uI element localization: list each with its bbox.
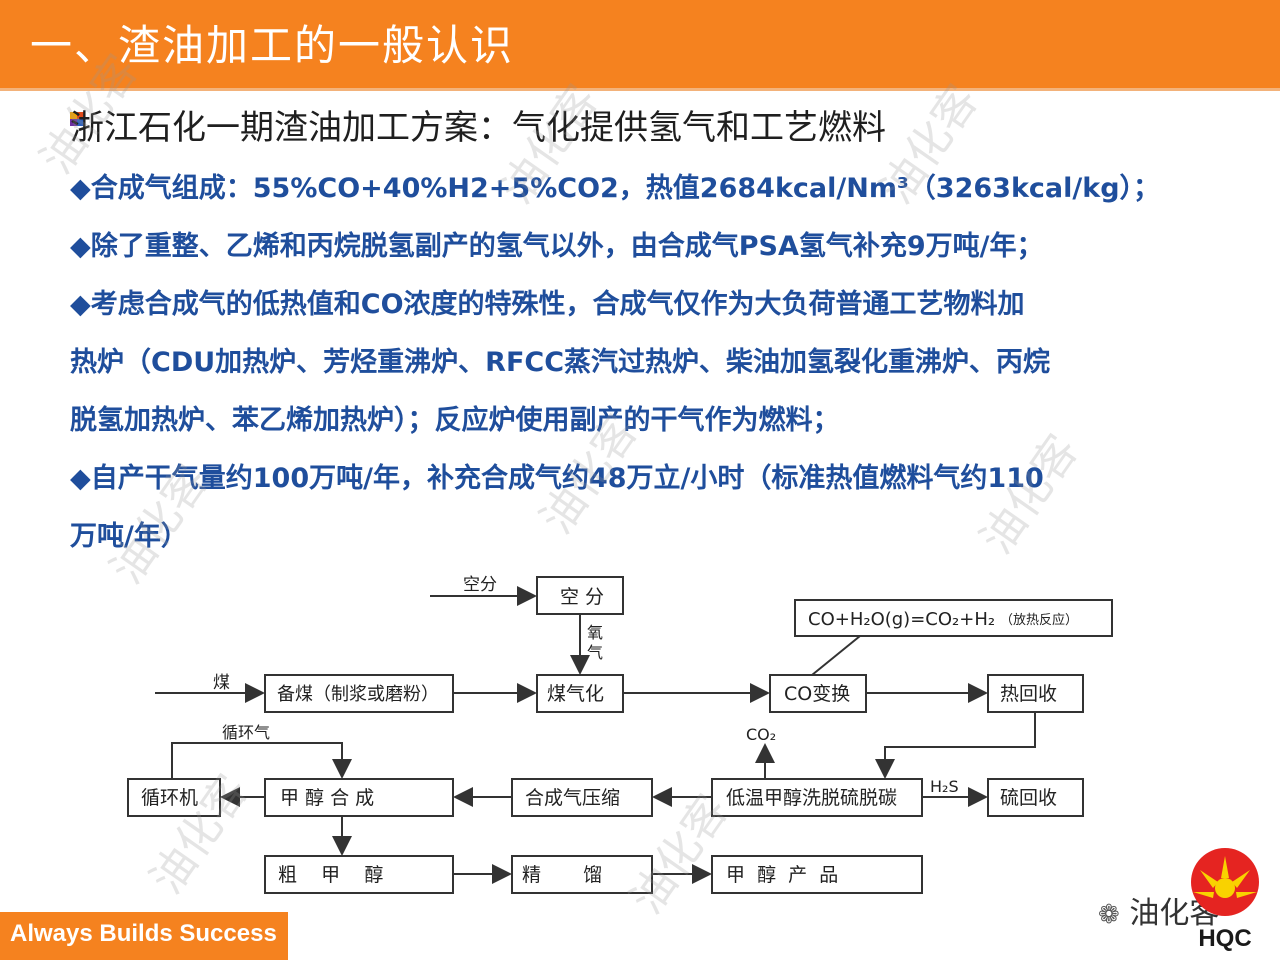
- page-title: 一、渣油加工的一般认识: [30, 21, 515, 70]
- footer-slogan: Always Builds Success: [10, 920, 277, 947]
- label-oxygen-1: 氧: [587, 623, 603, 642]
- bullet-syngas: ◆合成气组成：55%CO+40%H2+5%CO2，热值2684kcal/Nm³（…: [70, 173, 1161, 204]
- label-distillation: 精 馏: [522, 864, 602, 886]
- bullet-furnace-line3: 脱氢加热炉、苯乙烯加热炉）；反应炉使用副产的干气作为燃料；: [70, 405, 840, 436]
- label-co-shift: CO变换: [784, 683, 850, 705]
- label-syngas-compression: 合成气压缩: [525, 787, 620, 809]
- footer-bar: Always Builds Success: [0, 912, 288, 960]
- subtitle: 浙江石化一期渣油加工方案：气化提供氢气和工艺燃料: [70, 108, 886, 148]
- square-bullet-icon: [70, 112, 84, 126]
- label-reaction: CO+H₂O(g)=CO₂+H₂: [808, 609, 995, 630]
- label-coal: 煤: [213, 673, 230, 693]
- label-recycle-gas: 循环气: [222, 723, 270, 742]
- label-reaction-note: （放热反应）: [1000, 612, 1078, 628]
- bullet-furnace-line2: 热炉（CDU加热炉、芳烃重沸炉、RFCC蒸汽过热炉、柴油加氢裂化重沸炉、丙烷: [70, 347, 1051, 378]
- box-methanol-product: [711, 855, 923, 894]
- label-gasification: 煤气化: [547, 683, 604, 705]
- label-rectisol: 低温甲醇洗脱硫脱碳: [726, 787, 897, 809]
- label-co2: CO₂: [746, 725, 776, 744]
- hqc-logo-text: HQC: [1198, 925, 1251, 952]
- wechat-icon: ❁: [1098, 900, 1120, 930]
- label-crude-methanol: 粗 甲 醇: [278, 864, 383, 886]
- label-heat-recovery: 热回收: [1000, 683, 1057, 705]
- hqc-logo: HQC: [1191, 848, 1259, 952]
- label-methanol-product: 甲 醇 产 品: [726, 864, 838, 886]
- label-recycle-compressor: 循环机: [141, 787, 198, 809]
- process-flow-diagram: 空 分 空分 氧 气 煤 备煤（制浆或磨粉） 煤气化 CO变换 CO+H₂O(g…: [127, 575, 1113, 894]
- label-h2s: H₂S: [930, 777, 959, 796]
- label-sulfur-recovery: 硫回收: [1000, 787, 1057, 809]
- box-sulfur-recovery: [987, 778, 1084, 817]
- label-air-separation: 空 分: [560, 586, 604, 608]
- header-bar: 一、渣油加工的一般认识: [0, 0, 1280, 91]
- label-methanol-synthesis: 甲 醇 合 成: [280, 787, 374, 809]
- bullet-furnace-line1: ◆考虑合成气的低热值和CO浓度的特殊性，合成气仅作为大负荷普通工艺物料加: [70, 289, 1025, 320]
- bullet-drygas-line2: 万吨/年）: [70, 521, 188, 552]
- bullet-hydrogen: ◆除了重整、乙烯和丙烷脱氢副产的氢气以外，由合成气PSA氢气补充9万吨/年；: [70, 231, 1044, 262]
- box-reaction: [794, 599, 1113, 637]
- label-coal-prep: 备煤（制浆或磨粉）: [277, 684, 439, 705]
- bullet-drygas-line1: ◆自产干气量约100万吨/年，补充合成气约48万立/小时（标准热值燃料气约110: [70, 463, 1044, 494]
- label-air-separation-in: 空分: [463, 575, 497, 595]
- label-oxygen-2: 气: [587, 643, 603, 662]
